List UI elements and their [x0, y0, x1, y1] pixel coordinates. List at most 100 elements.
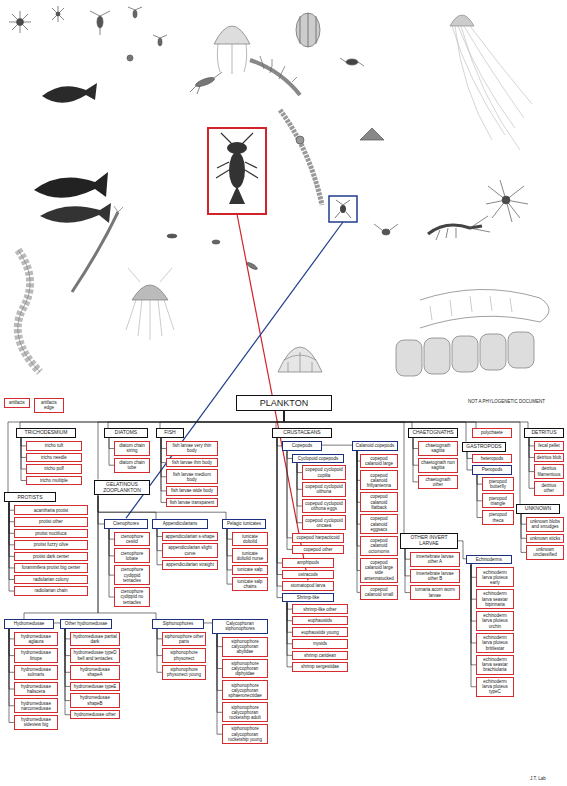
class-box: echinoderm larva pluteus brittlestar — [476, 633, 514, 653]
tree-connector — [284, 411, 528, 428]
class-box: copepod calanoid frillyantenna — [360, 470, 398, 490]
group-box: Calanoid copepods — [352, 441, 398, 451]
node-label: shrimp sergestidae — [295, 664, 346, 669]
class-box: tunicate doliolid nurse — [232, 548, 268, 563]
class-box: shrimp-like other — [292, 604, 348, 614]
node-label: ctenophore cydippid no tentacles — [117, 589, 148, 605]
node-label: Pteropods — [475, 467, 510, 472]
class-box: euphausiids young — [292, 627, 348, 637]
group-box: Echinoderms — [466, 555, 512, 565]
class-box: euphausiids — [292, 616, 348, 626]
copepod-figure-part — [90, 11, 110, 35]
node-label: hydromedusae haliscera — [17, 684, 56, 694]
class-box: siphonophore calycophoran diphyidae — [222, 659, 268, 679]
tree-connector — [284, 411, 520, 503]
jelly-figure — [126, 268, 174, 340]
node-label: unknown unclassified — [529, 547, 562, 557]
class-box: fish larvae wide body — [166, 486, 218, 496]
node-label: GELATINOUS ZOOPLANKTON — [97, 482, 148, 494]
node-label: pteropod theca — [485, 512, 512, 522]
chain-figure — [18, 250, 40, 372]
class-box: polychaete — [472, 428, 512, 438]
class-box: hydromedusae typeD bell and tentacles — [70, 648, 120, 663]
class-box: amphipods — [282, 558, 334, 568]
class-box: detritus other — [534, 481, 564, 496]
copepod-figure — [90, 11, 110, 35]
node-label: diatom chain string — [117, 443, 148, 453]
copepod-figure-part — [133, 10, 137, 18]
node-label: siphonophore physonect — [165, 650, 204, 660]
node-label: appendicularian s-shape — [165, 534, 216, 539]
chaetognath-figure-part — [72, 212, 118, 292]
node-label: tricho tuft — [29, 443, 80, 448]
class-box: tunicate doliolid — [232, 532, 268, 547]
class-box: appendicularian slight curve — [162, 543, 218, 558]
class-box: protist noctiluca — [14, 529, 88, 539]
node-label: hydromedusae solmaris — [17, 667, 56, 677]
polychaete-figure-part — [260, 56, 297, 82]
class-box: hydromedusae haliscera — [14, 682, 58, 697]
copepod-figure — [128, 7, 142, 18]
polychaete-figure-part — [250, 60, 300, 95]
tree-connector — [284, 411, 412, 428]
class-box: appendicularian straight — [162, 560, 218, 570]
mysid-figure-part — [195, 76, 216, 88]
node-label: ctenophore lobate — [117, 551, 148, 561]
tree-connector — [20, 411, 284, 428]
group-box: Appendicularians — [152, 519, 208, 529]
node-label: siphonophore calycophoran abylidae — [225, 639, 266, 655]
node-label: hydromedusae partial dark — [73, 634, 118, 644]
nauplius-figure — [374, 224, 398, 235]
node-label: copepod calanoid large — [363, 456, 396, 466]
node-label: hydromedusae narcomedusae — [17, 701, 56, 711]
node-label: tunicate salp chains — [235, 579, 266, 589]
class-box: copepod harpacticoid — [292, 533, 344, 543]
node-label: Ctenophores — [107, 521, 146, 526]
category-box: DIATOMS — [104, 428, 148, 438]
tree-connector — [98, 495, 156, 519]
class-box: copepod calanoid flatback — [360, 492, 398, 512]
class-box: fish larvae very thin body — [166, 441, 218, 456]
class-box: hydromedusae aglaura — [14, 632, 58, 647]
node-label: DIATOMS — [107, 430, 146, 436]
class-box: fecal pellet — [534, 441, 564, 451]
node-label: detritus filamentous — [537, 466, 562, 476]
class-box: chaetognath sagitta — [418, 441, 458, 456]
node-label: artifacts edge — [37, 400, 62, 410]
medusa-tentacle-figure-part — [450, 15, 474, 26]
larva-figure-part — [212, 240, 220, 244]
class-box: unknown sticks — [526, 534, 564, 544]
class-box: fish larvae medium body — [166, 469, 218, 484]
node-label: foraminifera protist big center — [17, 565, 86, 570]
group-box: Siphonophores — [152, 619, 204, 629]
class-box: diatom chain string — [114, 441, 150, 456]
jelly-figure-part — [214, 26, 250, 44]
group-box: Cyclopoid copepods — [292, 454, 344, 464]
fish-figure — [34, 172, 108, 198]
class-box: heteropods — [472, 454, 512, 464]
radiolarian-figure-part — [52, 6, 64, 22]
worm-figure — [420, 289, 549, 328]
class-box: hydromedusae other — [70, 710, 120, 720]
highlight-small-figure — [329, 196, 357, 222]
medusa-tentacle-figure-part — [452, 26, 532, 150]
pteropod-figure — [296, 128, 384, 144]
class-box: hydromedusae partial dark — [70, 632, 120, 647]
chain-figure-part — [18, 250, 40, 372]
jelly-figure-part — [126, 268, 174, 340]
copepod-figure-part — [128, 7, 142, 10]
node-label: hydromedusae typeD bell and tentacles — [73, 650, 118, 660]
group-box: Pteropods — [472, 465, 512, 475]
node-label: fish larvae thin body — [169, 460, 216, 465]
category-box: UNKNOWN — [516, 504, 560, 514]
amphipod-figure — [340, 58, 364, 66]
class-box: siphonophore physonect young — [162, 665, 206, 680]
ctenophore-figure-part — [300, 13, 316, 47]
worm-figure-part — [420, 289, 549, 328]
class-box: fish larvae transparent — [166, 498, 218, 508]
node-label: copepod cyclopoid oithona eggs — [305, 501, 344, 511]
larva-figure-part — [167, 234, 177, 238]
class-box: copepod calanoid octomoms — [360, 536, 398, 556]
node-label: echinoderm larva pluteus brittlestar — [479, 635, 512, 651]
